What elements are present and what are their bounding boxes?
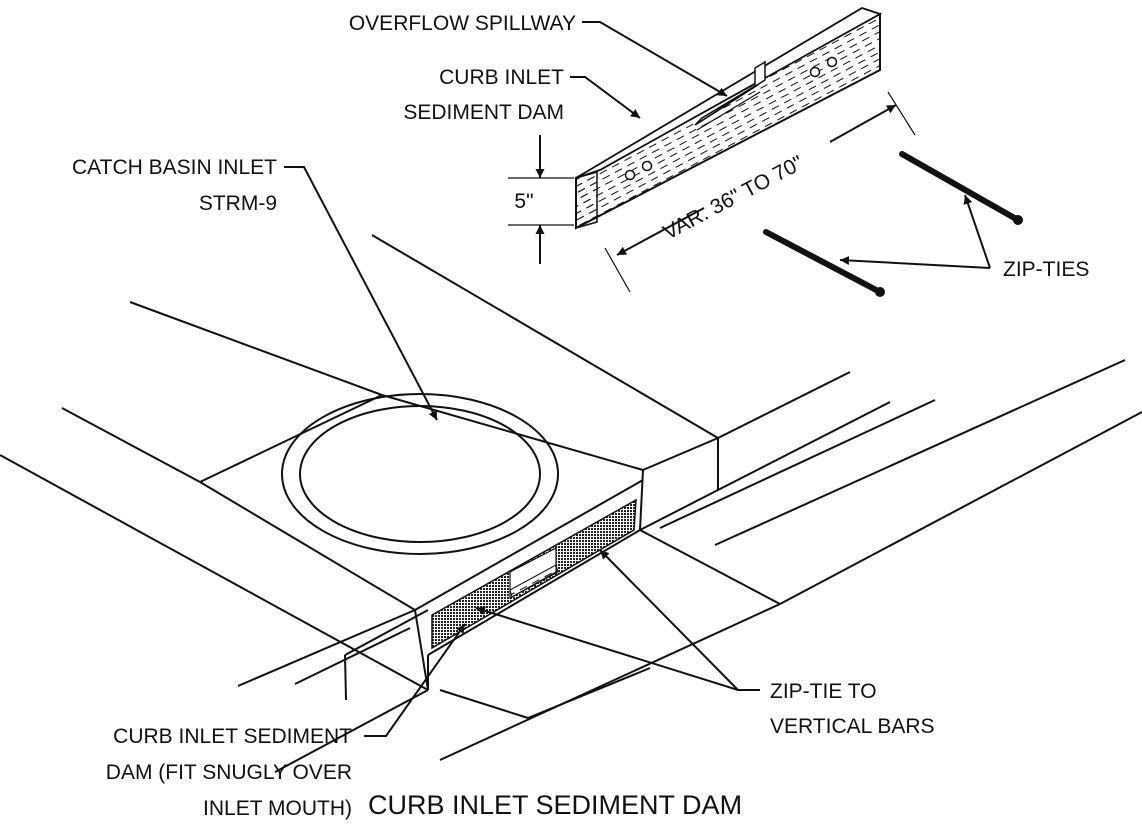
curb-inlet-dam-label-1: CURB INLET xyxy=(439,66,564,89)
height-dimension xyxy=(508,135,574,264)
fit-snugly-label-2: DAM (FIT SNUGLY OVER xyxy=(106,761,352,784)
catch-basin-label-1: CATCH BASIN INLET xyxy=(72,156,277,179)
fit-snugly-label-3: INLET MOUTH) xyxy=(203,797,352,820)
height-dimension-label: 5" xyxy=(514,190,533,213)
length-dimension xyxy=(604,91,916,293)
overflow-spillway-label: OVERFLOW SPILLWAY xyxy=(349,12,576,35)
zip-ties xyxy=(763,151,1023,297)
sediment-dam-detail xyxy=(575,7,883,230)
zip-tie-bars-label-2: VERTICAL BARS xyxy=(770,715,935,738)
zip-tie-bars-label-1: ZIP-TIE TO xyxy=(770,680,877,703)
diagram-title: CURB INLET SEDIMENT DAM xyxy=(368,790,742,820)
fit-snugly-label-1: CURB INLET SEDIMENT xyxy=(113,725,352,748)
leader-lines xyxy=(284,21,991,737)
curb-inlet-dam-label-2: SEDIMENT DAM xyxy=(403,101,564,124)
road-lines xyxy=(0,234,1142,773)
catch-basin-label-2: STRM-9 xyxy=(199,192,277,215)
zip-ties-label: ZIP-TIES xyxy=(1003,258,1089,281)
catch-basin-grate xyxy=(281,393,559,555)
